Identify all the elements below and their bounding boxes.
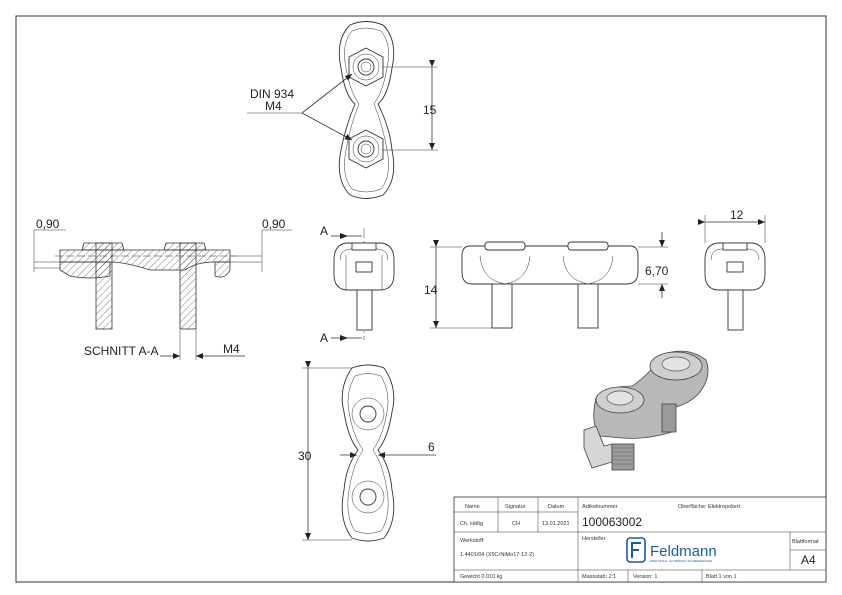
side-view-a: A A [320,224,395,345]
dim-670-label: 6,70 [645,264,669,278]
tb-datum: 13.01.2021 [542,521,570,527]
tb-werkstoff: 1.4401/04 (X5CrNiMo17-12-2) [460,552,534,558]
title-block: Name Signatur Datum Ch. Häfig CH 13.01.2… [453,496,827,583]
dim-15-label: 15 [423,103,437,117]
right-side-view: 12 [698,208,766,331]
tb-werkstoff-label: Werkstoff: [460,538,485,544]
din-m4-label: M4 [265,99,282,113]
tb-gewicht: Gewicht 0.010 kg [460,574,503,580]
dim-12-label: 12 [730,208,744,222]
schnitt-label: SCHNITT A-A [84,344,158,358]
tb-blattformat: A4 [801,553,816,567]
tb-massstab: Massstab: 2:1 [582,574,616,580]
feldmann-logo: Feldmann EDELSTAHL, ALUMINIUM, SCHMIEDEE… [626,537,717,563]
top-view: 15 DIN 934 M4 [247,21,438,199]
dim-14-label: 14 [424,283,438,297]
tb-artikelnummer: 100063002 [582,515,642,529]
tb-artikel-label: Artikelnummer [582,504,618,510]
svg-text:Feldmann: Feldmann [650,543,717,560]
tb-name: Ch. Häfig [460,521,483,527]
dim-m4-label: M4 [223,342,240,356]
tb-blattformat-label: Blattformat [792,539,819,545]
dim-30-label: 30 [298,449,312,463]
drawing-frame [15,15,827,583]
dim-6-label: 6 [428,440,435,454]
section-a-top-label: A [320,224,328,238]
tb-version: Version: 1 [633,574,657,580]
tb-oberflaeche: Oberfläche: Elektropoliert [678,504,741,510]
tb-hersteller-label: Hersteller [582,536,606,542]
tb-header-datum: Datum [548,504,565,510]
isometric-view [583,350,709,471]
tb-blatt: Blatt 1 von 1 [706,574,737,580]
tb-signatur: CH [512,521,520,527]
din-934-label: DIN 934 [250,87,294,101]
front-view: 14 6,70 [424,232,669,329]
section-a-a: 0,90 0,90 M4 SCHNITT A-A [33,217,292,360]
tb-header-signatur: Signatur [505,504,526,510]
svg-text:EDELSTAHL, ALUMINIUM, SCHMIEDE: EDELSTAHL, ALUMINIUM, SCHMIEDEEISEN [650,559,712,563]
tb-header-name: Name [465,504,480,510]
dim-090-right-label: 0,90 [262,217,286,231]
section-a-bottom-label: A [320,331,328,345]
dim-090-left-label: 0,90 [36,217,60,231]
bottom-view: 30 6 [298,361,436,542]
